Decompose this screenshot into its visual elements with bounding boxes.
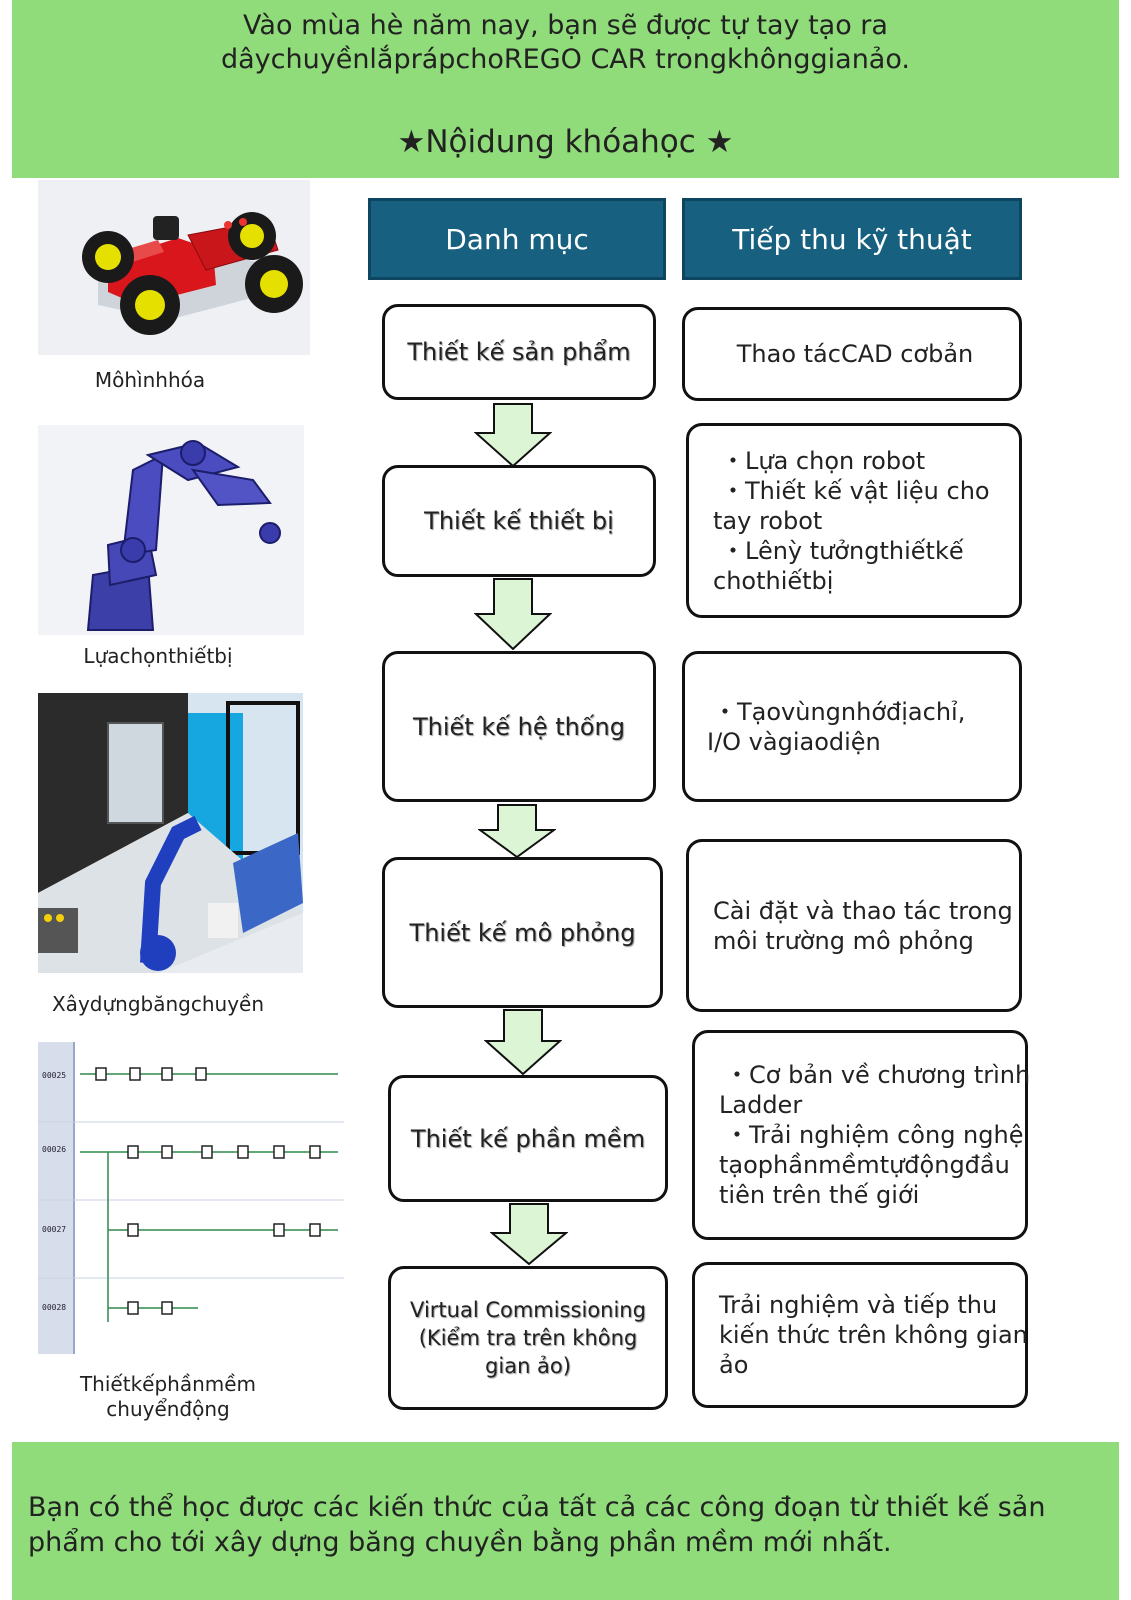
bottom-banner: Bạn có thể học được các kiến thức của tấ… bbox=[12, 1442, 1119, 1600]
category-label: Thiết kế thiết bị bbox=[424, 507, 614, 535]
robot-arm-image bbox=[38, 425, 304, 635]
down-arrow-icon bbox=[474, 578, 552, 650]
technique-software-design: ・Cơ bản về chương trình Ladder ・Trải ngh… bbox=[692, 1030, 1031, 1240]
technique-line: tay robot bbox=[713, 506, 823, 535]
ladder-program-image: 00025 00026 00027 00028 bbox=[38, 1042, 344, 1354]
category-label: Thiết kế hệ thống bbox=[413, 712, 625, 741]
section-title: ★Nộidung khóahọc ★ bbox=[397, 124, 734, 160]
category-equipment-design: Thiết kế thiết bị bbox=[382, 465, 656, 577]
category-header: Danh mục bbox=[368, 198, 666, 280]
technique-equipment-design: ・Lựa chọn robot ・Thiết kế vật liệu cho t… bbox=[686, 423, 1022, 618]
technique-line: ・Thiết kế vật liệu cho bbox=[721, 476, 990, 505]
technique-line: ・Cơ bản về chương trình bbox=[725, 1061, 1031, 1089]
image-caption-line: chuyểnđộng bbox=[106, 1397, 230, 1421]
category-label: Thiết kế sản phẩm bbox=[407, 338, 631, 366]
technique-line: ・Trải nghiệm công nghệ bbox=[725, 1121, 1024, 1149]
image-caption-line: Thiếtkếphầnmềm bbox=[79, 1372, 257, 1396]
category-simulation-design: Thiết kế mô phỏng bbox=[382, 857, 663, 1008]
technique-line: môi trường mô phỏng bbox=[713, 926, 974, 955]
category-label-line: gian ảo) bbox=[485, 1354, 571, 1378]
image-caption: Môhìnhhóa bbox=[94, 368, 206, 392]
toy-car-model-image bbox=[38, 180, 310, 355]
image-caption: Thiếtkếphầnmềm chuyểnđộng bbox=[38, 1372, 298, 1422]
technique-system-design: ・Tạovùngnhớđịachỉ, I/O vàgiaodiện bbox=[682, 651, 1022, 802]
technique-line: ảo bbox=[719, 1351, 749, 1379]
technique-virtual-commissioning: Trải nghiệm và tiếp thu kiến thức trên k… bbox=[692, 1262, 1028, 1408]
technique-line: kiến thức trên không gian bbox=[719, 1321, 1028, 1349]
technique-header: Tiếp thu kỹ thuật bbox=[682, 198, 1022, 280]
image-caption: Lựachọnthiếtbị bbox=[83, 644, 233, 668]
down-arrow-icon bbox=[474, 403, 552, 467]
down-arrow-icon bbox=[490, 1203, 568, 1265]
category-virtual-commissioning: Virtual Commissioning (Kiểm tra trên khô… bbox=[388, 1266, 668, 1410]
down-arrow-icon bbox=[484, 1009, 562, 1075]
technique-line: Trải nghiệm và tiếp thu bbox=[719, 1291, 998, 1319]
technique-simulation-design: Cài đặt và thao tác trong môi trường mô … bbox=[686, 839, 1022, 1012]
category-label: Thiết kế phần mềm bbox=[410, 1124, 646, 1153]
ladder-step-label: 00026 bbox=[42, 1145, 66, 1154]
category-label-line: Virtual Commissioning bbox=[410, 1298, 646, 1322]
ladder-step-label: 00027 bbox=[42, 1225, 66, 1234]
category-system-design: Thiết kế hệ thống bbox=[382, 651, 656, 802]
technique-line: I/O vàgiaodiện bbox=[707, 727, 881, 756]
technique-line: ・Lênỳ tưởngthiếtkế bbox=[721, 536, 964, 565]
technique-line: chothiếtbị bbox=[713, 566, 834, 595]
technique-line: tiên trên thế giới bbox=[719, 1181, 920, 1209]
ladder-step-label: 00025 bbox=[42, 1071, 66, 1080]
category-label-line: (Kiểm tra trên không bbox=[418, 1326, 638, 1350]
top-banner: Vào mùa hè năm nay, bạn sẽ được tự tay t… bbox=[12, 0, 1119, 178]
intro-line-2: dâychuyềnlắprápchoREGO CAR trongkhônggia… bbox=[221, 44, 910, 75]
technique-line: tạophầnmềmtựđộngđầu bbox=[719, 1151, 1010, 1179]
ladder-step-label: 00028 bbox=[42, 1303, 66, 1312]
down-arrow-icon bbox=[478, 804, 556, 858]
image-caption: Xâydựngbăngchuyền bbox=[51, 992, 265, 1016]
factory-simulation-image bbox=[38, 693, 303, 973]
category-software-design: Thiết kế phần mềm bbox=[388, 1075, 668, 1202]
summary-text: Bạn có thể học được các kiến thức của tấ… bbox=[28, 1492, 1046, 1558]
category-product-design: Thiết kế sản phẩm bbox=[382, 304, 656, 400]
technique-line: ・Lựa chọn robot bbox=[721, 446, 926, 475]
technique-line: Ladder bbox=[719, 1091, 803, 1119]
technique-line: Cài đặt và thao tác trong bbox=[713, 896, 1013, 925]
intro-line-1: Vào mùa hè năm nay, bạn sẽ được tự tay t… bbox=[243, 10, 888, 41]
technique-line: ・Tạovùngnhớđịachỉ, bbox=[713, 697, 966, 726]
technique-line: Thao tácCAD cơbản bbox=[736, 340, 974, 368]
category-label: Thiết kế mô phỏng bbox=[409, 918, 636, 947]
technique-product-design: Thao tácCAD cơbản bbox=[682, 307, 1022, 401]
